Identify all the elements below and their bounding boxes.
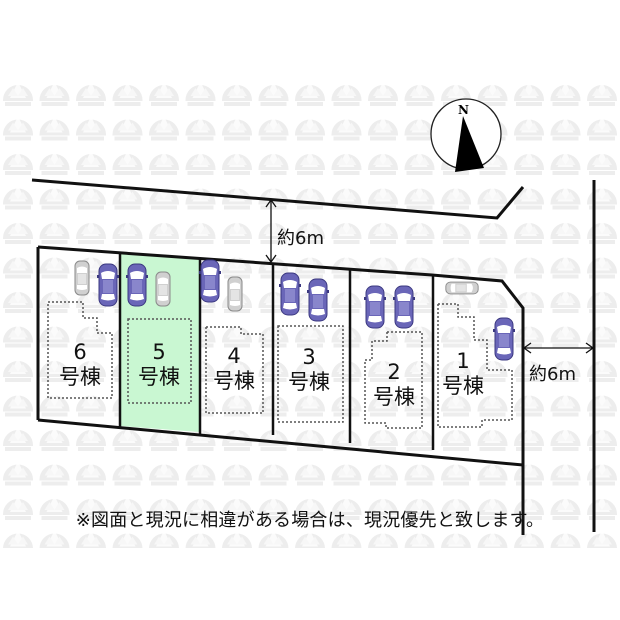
car-blue-icon	[392, 285, 416, 329]
footprint-lot-6	[47, 301, 113, 399]
lot-number: 3	[302, 345, 316, 369]
footprint-lot-3	[277, 325, 344, 423]
lot-number: 2	[387, 360, 401, 384]
car-gray-icon	[227, 276, 243, 312]
dimension-arrow-east-road	[522, 342, 595, 354]
footprint-lot-4	[205, 326, 264, 414]
car-blue-icon	[278, 272, 302, 316]
north-road-width-label: 約6m	[277, 228, 324, 249]
lot-number: 6	[73, 340, 87, 364]
disclaimer-note: ※図面と現況に相違がある場合は、現況優先と致します。	[75, 510, 545, 531]
lot-suffix: 号棟	[373, 385, 415, 409]
site-boundary-south	[37, 418, 524, 467]
lot-suffix: 号棟	[213, 369, 255, 393]
car-blue-icon	[492, 317, 516, 361]
lot-number: 4	[227, 344, 241, 368]
lot-suffix: 号棟	[288, 370, 330, 394]
dimension-arrow-north-road	[265, 198, 277, 264]
east-road-width-label: 約6m	[529, 364, 576, 385]
lot-suffix: 号棟	[59, 365, 101, 389]
lot-suffix: 号棟	[442, 374, 484, 398]
car-blue-icon	[363, 285, 387, 329]
car-blue-icon	[125, 263, 149, 307]
footprint-lot-1	[437, 303, 513, 428]
lot-number: 5	[152, 340, 166, 364]
footprint-lot-5	[127, 318, 192, 404]
compass-north-label: N	[458, 103, 469, 117]
compass-icon	[430, 98, 502, 172]
car-gray-icon	[445, 281, 479, 295]
lot-suffix: 号棟	[138, 365, 180, 389]
site-boundary-top	[37, 245, 525, 535]
car-gray-icon	[155, 271, 171, 307]
road-edge-north	[31, 178, 525, 220]
car-gray-icon	[74, 260, 90, 296]
footprint-lot-2	[364, 331, 423, 429]
car-blue-icon	[306, 278, 330, 322]
car-blue-icon	[96, 263, 120, 307]
car-blue-icon	[198, 259, 222, 303]
lot-number: 1	[456, 349, 470, 373]
